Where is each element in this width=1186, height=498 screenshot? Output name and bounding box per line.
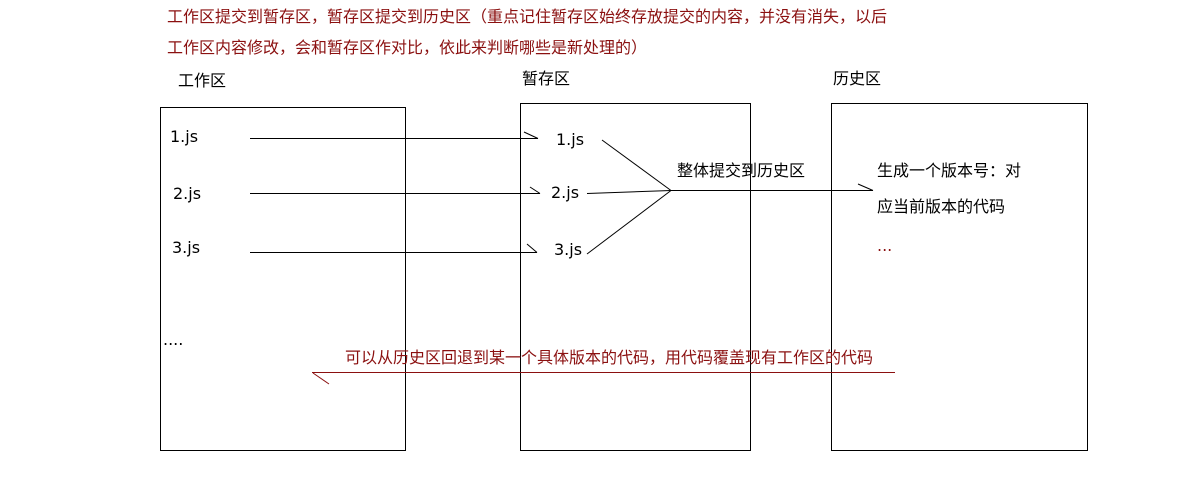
rollback-arrow <box>312 372 895 385</box>
staging-file: 3.js <box>554 240 583 259</box>
staging-file: 1.js <box>556 130 585 149</box>
history-line-2: 应当前版本的代码 <box>877 197 1006 216</box>
note-line-1: 工作区提交到暂存区，暂存区提交到历史区（重点记住暂存区始终存放提交的内容，并没有… <box>167 7 888 26</box>
arrow-3js <box>250 243 538 253</box>
workspace-file: 1.js <box>170 127 199 146</box>
workspace-box <box>160 107 406 451</box>
commit-label: 整体提交到历史区 <box>677 161 806 180</box>
workspace-more: .... <box>163 330 184 349</box>
workspace-file: 3.js <box>172 238 201 257</box>
rollback-label: 可以从历史区回退到某一个具体版本的代码，用代码覆盖现有工作区的代码 <box>345 348 874 367</box>
merge-lines <box>586 139 672 255</box>
staging-box <box>520 103 751 451</box>
history-line-1: 生成一个版本号：对 <box>877 161 1022 180</box>
staging-file: 2.js <box>551 183 580 202</box>
staging-title: 暂存区 <box>522 69 571 88</box>
arrow-2js <box>250 186 541 194</box>
history-title: 历史区 <box>833 69 882 88</box>
history-more: ... <box>877 236 893 255</box>
workspace-file: 2.js <box>173 184 202 203</box>
workspace-title: 工作区 <box>178 71 227 90</box>
arrow-1js <box>250 131 539 139</box>
commit-arrow <box>671 183 874 191</box>
note-line-2: 工作区内容修改，会和暂存区作对比，依此来判断哪些是新处理的） <box>167 38 648 57</box>
history-box <box>831 103 1088 451</box>
